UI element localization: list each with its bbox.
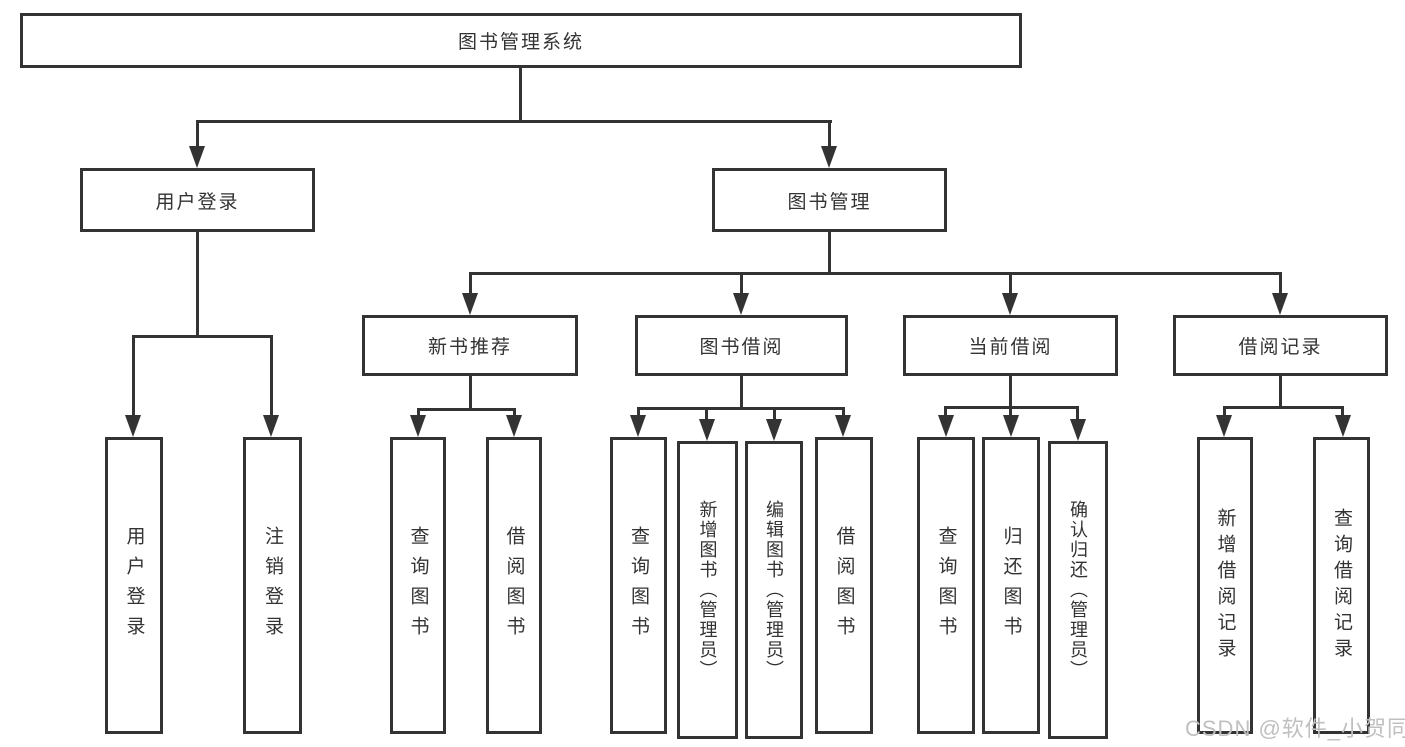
connector-line bbox=[519, 68, 522, 120]
node-current-borrow: 当前借阅 bbox=[903, 315, 1118, 376]
arrow-down-icon bbox=[938, 415, 954, 437]
connector-line bbox=[196, 232, 199, 335]
connector-line bbox=[637, 407, 640, 417]
node-label: 归还图书 bbox=[1000, 525, 1022, 646]
leaf-add-borrow-record: 新增借阅记录 bbox=[1197, 437, 1253, 734]
connector-line bbox=[417, 408, 420, 417]
connector-line bbox=[196, 120, 199, 148]
node-label: 新增图书（管理员） bbox=[697, 500, 718, 680]
arrow-down-icon bbox=[1003, 415, 1019, 437]
node-label: 新增借阅记录 bbox=[1214, 507, 1236, 664]
leaf-logout: 注销登录 bbox=[243, 437, 302, 734]
node-label: 编辑图书（管理员） bbox=[764, 500, 784, 680]
node-label: 借阅图书 bbox=[833, 525, 855, 646]
connector-line bbox=[1009, 272, 1012, 294]
connector-line bbox=[270, 335, 273, 415]
connector-line bbox=[1341, 406, 1344, 417]
arrow-down-icon bbox=[1002, 293, 1018, 315]
connector-line bbox=[773, 407, 776, 421]
node-label: 确认归还（管理员） bbox=[1068, 500, 1088, 680]
arrow-down-icon bbox=[699, 419, 715, 441]
node-label: 查询图书 bbox=[628, 525, 649, 646]
node-label: 查询借阅记录 bbox=[1331, 507, 1352, 664]
connector-line bbox=[944, 406, 947, 417]
leaf-edit-book-admin: 编辑图书（管理员） bbox=[745, 441, 803, 739]
connector-line bbox=[1009, 376, 1012, 406]
node-label: 注销登录 bbox=[262, 525, 283, 646]
arrow-down-icon bbox=[630, 415, 646, 437]
connector-line bbox=[705, 407, 708, 421]
connector-line bbox=[417, 408, 516, 411]
connector-line bbox=[469, 376, 472, 408]
node-label: 图书借阅 bbox=[699, 337, 784, 358]
leaf-return-book: 归还图书 bbox=[982, 437, 1040, 734]
arrow-down-icon bbox=[263, 415, 279, 437]
connector-line bbox=[1009, 406, 1012, 417]
connector-line bbox=[196, 120, 832, 123]
arrow-down-icon bbox=[821, 146, 837, 168]
node-root: 图书管理系统 bbox=[20, 13, 1022, 68]
connector-line bbox=[1279, 376, 1282, 406]
connector-line bbox=[740, 272, 743, 294]
node-label: 图书管理 bbox=[787, 191, 872, 213]
arrow-down-icon bbox=[506, 415, 522, 437]
leaf-borrow-book-recommend: 借阅图书 bbox=[486, 437, 542, 734]
arrow-down-icon bbox=[462, 293, 478, 315]
arrow-down-icon bbox=[1272, 293, 1288, 315]
leaf-user-login: 用户登录 bbox=[105, 437, 163, 734]
node-label: 新书推荐 bbox=[427, 337, 512, 358]
leaf-confirm-return-admin: 确认归还（管理员） bbox=[1048, 441, 1108, 739]
node-label: 图书管理系统 bbox=[457, 32, 584, 53]
node-book-management: 图书管理 bbox=[712, 168, 947, 232]
connector-line bbox=[828, 232, 831, 272]
arrow-down-icon bbox=[1216, 415, 1232, 437]
connector-line bbox=[469, 272, 472, 294]
connector-line bbox=[1279, 272, 1282, 294]
leaf-query-borrow-record: 查询借阅记录 bbox=[1313, 437, 1370, 734]
node-label: 查询图书 bbox=[407, 525, 429, 646]
node-label: 借阅记录 bbox=[1238, 337, 1323, 358]
leaf-query-book-recommend: 查询图书 bbox=[390, 437, 446, 734]
arrow-down-icon bbox=[733, 293, 749, 315]
node-label: 用户登录 bbox=[123, 525, 145, 646]
node-user-login: 用户登录 bbox=[80, 168, 315, 232]
connector-line bbox=[637, 407, 845, 410]
connector-line bbox=[513, 408, 516, 417]
leaf-query-book-current: 查询图书 bbox=[917, 437, 975, 734]
node-book-borrow: 图书借阅 bbox=[635, 315, 848, 376]
connector-line bbox=[828, 120, 831, 148]
arrow-down-icon bbox=[766, 419, 782, 441]
arrow-down-icon bbox=[189, 146, 205, 168]
connector-line bbox=[842, 407, 845, 417]
arrow-down-icon bbox=[1335, 415, 1351, 437]
connector-line bbox=[740, 376, 743, 407]
csdn-watermark: CSDN @软件_小贺同学 bbox=[1185, 716, 1405, 741]
node-label: 借阅图书 bbox=[503, 525, 525, 646]
arrow-down-icon bbox=[410, 415, 426, 437]
node-label: 用户登录 bbox=[155, 191, 240, 213]
arrow-down-icon bbox=[835, 415, 851, 437]
connector-line bbox=[469, 272, 1282, 275]
leaf-query-book-borrow: 查询图书 bbox=[610, 437, 667, 734]
leaf-add-book-admin: 新增图书（管理员） bbox=[677, 441, 738, 739]
arrow-down-icon bbox=[1070, 419, 1086, 441]
arrow-down-icon bbox=[125, 415, 141, 437]
node-new-book-recommend: 新书推荐 bbox=[362, 315, 578, 376]
node-borrow-record: 借阅记录 bbox=[1173, 315, 1388, 376]
connector-line bbox=[132, 335, 273, 338]
node-label: 查询图书 bbox=[935, 525, 957, 646]
connector-line bbox=[1223, 406, 1344, 409]
connector-line bbox=[1223, 406, 1226, 417]
node-label: 当前借阅 bbox=[968, 337, 1053, 358]
connector-line bbox=[132, 335, 135, 415]
leaf-borrow-book: 借阅图书 bbox=[815, 437, 873, 734]
connector-line bbox=[1076, 406, 1079, 421]
